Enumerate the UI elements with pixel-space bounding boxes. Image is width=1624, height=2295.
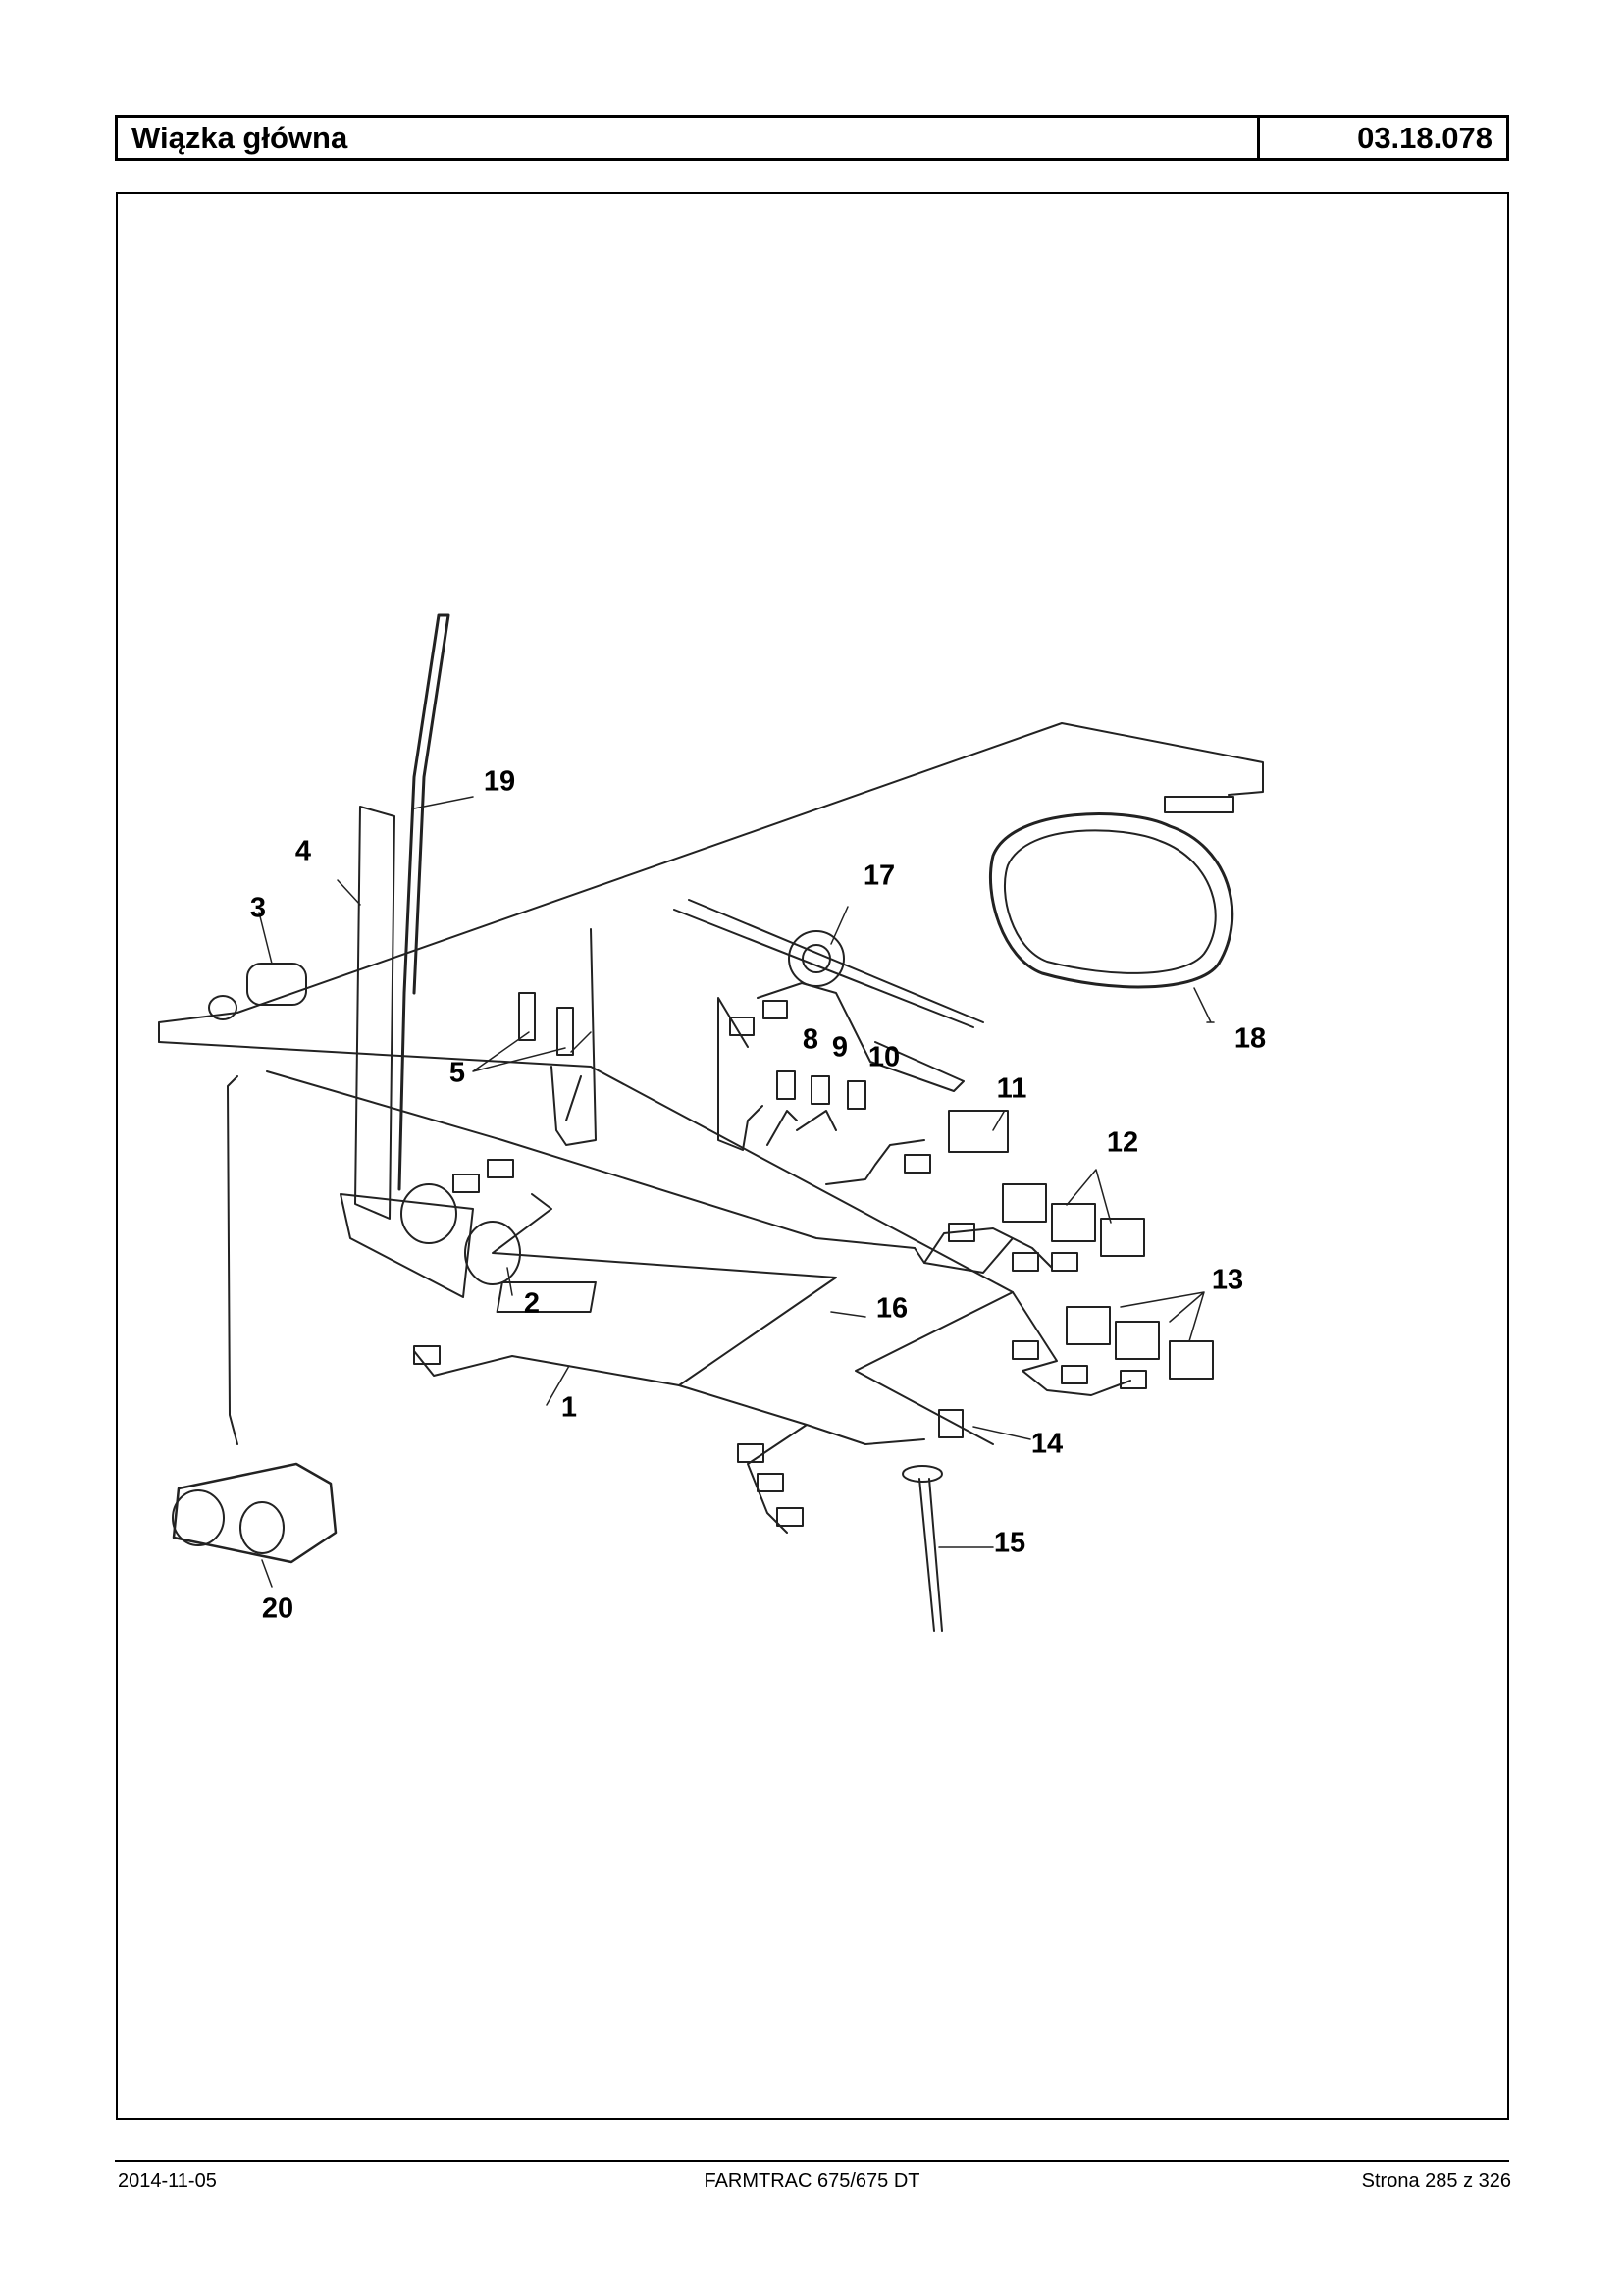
- callout-1: 1: [560, 1391, 578, 1424]
- wiper-motor: [464, 1221, 521, 1285]
- harness-right-branch: [1012, 1291, 1131, 1396]
- diagram-frame: 19 4 3 17 18 5 8 9 10 11 12 13 2 16 1 14…: [116, 192, 1509, 2120]
- relay-12a: [1002, 1183, 1047, 1223]
- page-header: Wiązka główna 03.18.078: [115, 115, 1509, 161]
- callout-9: 9: [831, 1031, 849, 1064]
- sensor-5b: [556, 1007, 574, 1056]
- cluster-connector: [1164, 796, 1234, 813]
- callout-20: 20: [261, 1592, 294, 1625]
- fuse-block: [496, 1281, 597, 1313]
- connector-8: [776, 1070, 796, 1100]
- wiper-arm: [354, 806, 395, 1220]
- callout-8: 8: [802, 1023, 819, 1056]
- callout-2: 2: [523, 1287, 541, 1320]
- wiper-motor-bracket: [340, 1193, 474, 1298]
- callout-18: 18: [1233, 1022, 1267, 1055]
- sensor-3: [246, 963, 307, 1006]
- callout-11: 11: [996, 1072, 1027, 1105]
- callout-13: 13: [1211, 1264, 1244, 1296]
- footer-page-number: Strona 285 z 326: [1361, 2170, 1511, 2192]
- callout-10: 10: [867, 1041, 901, 1073]
- harness-rear-branch: [678, 1384, 925, 1534]
- relay-13c: [1169, 1340, 1214, 1380]
- callout-3: 3: [249, 892, 267, 924]
- relay-12c: [1100, 1218, 1145, 1257]
- fuel-sender-tube: [918, 1478, 943, 1632]
- harness-back-run: [266, 1070, 916, 1249]
- harness-left-drop: [227, 1075, 238, 1445]
- connector-9: [811, 1075, 830, 1105]
- footer-date: 2014-11-05: [118, 2170, 217, 2192]
- harness-switch-branch: [717, 997, 925, 1185]
- combination-switch: [673, 899, 984, 1092]
- callout-4: 4: [294, 835, 312, 867]
- harness-connector-branch: [914, 1227, 1053, 1274]
- sensor-5a: [518, 992, 536, 1041]
- relay-11: [948, 1110, 1009, 1153]
- callout-17: 17: [863, 860, 896, 892]
- callout-12: 12: [1106, 1126, 1139, 1159]
- harness-front-run: [158, 1041, 1014, 1445]
- instrument-cluster: [988, 812, 1234, 989]
- footer-divider: [115, 2160, 1509, 2162]
- harness-sensor-branch: [550, 928, 597, 1146]
- wiring-harness-drawing: [158, 613, 1264, 1632]
- relay-12b: [1051, 1203, 1096, 1242]
- fuel-sender-flange: [902, 1465, 943, 1483]
- solenoid-20: [172, 1462, 338, 1564]
- footer-model: FARMTRAC 675/675 DT: [704, 2170, 920, 2192]
- connector-14: [938, 1409, 964, 1438]
- relay-13b: [1115, 1321, 1160, 1360]
- callout-5: 5: [448, 1057, 466, 1089]
- part-group-code: 03.18.078: [1357, 120, 1493, 155]
- leader-lines: [258, 796, 1215, 1588]
- connector-10: [847, 1080, 866, 1110]
- harness-lower-branch: [413, 1193, 837, 1386]
- relay-13a: [1066, 1306, 1111, 1345]
- wiper-blade: [397, 613, 450, 1191]
- callout-19: 19: [483, 765, 516, 798]
- harness-trunk: [158, 722, 1264, 1043]
- callout-15: 15: [993, 1527, 1026, 1559]
- page-title: Wiązka główna: [118, 118, 1260, 158]
- callout-14: 14: [1030, 1428, 1064, 1460]
- callout-16: 16: [875, 1292, 909, 1325]
